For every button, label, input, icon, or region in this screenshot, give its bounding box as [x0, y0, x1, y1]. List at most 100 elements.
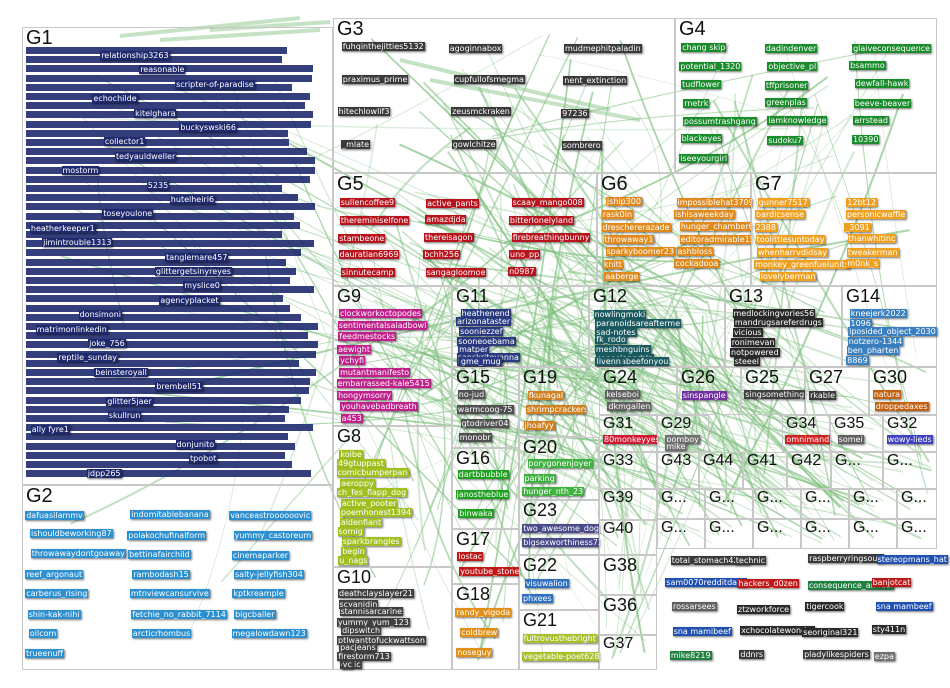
group-box-g32: G32 [883, 415, 937, 452]
node-label: mostorm [61, 166, 100, 176]
node-label: lovelyberman [759, 272, 817, 282]
node-label: firebreathingbunny [511, 233, 591, 242]
node-label: sooniezzef [459, 326, 504, 336]
group-label: G42 [791, 452, 822, 469]
node-label: aaberge [604, 271, 640, 281]
node-label: possumtrashgang [682, 116, 757, 126]
node-label: _mlate [341, 140, 371, 150]
group-label: G23 [523, 500, 558, 520]
node-label: praximus_prime [341, 74, 409, 84]
edge [513, 87, 779, 538]
node-label: embarrassed-kale5415 [336, 379, 431, 388]
group-box-g18: G18 [452, 584, 519, 670]
edge [442, 102, 650, 611]
node-label: sty411n [871, 625, 907, 635]
node-label: consequence_annual [807, 580, 895, 590]
edge [551, 342, 643, 601]
group-box-gb: G... [883, 452, 937, 489]
node-label: sentimentalsaladbowl [337, 321, 428, 331]
node-label: active_pants [426, 198, 479, 208]
group-box-gm: G... [849, 519, 897, 549]
node-label: 2388 [754, 223, 777, 233]
node-label: zeusmckraken [451, 106, 511, 116]
edge [421, 239, 693, 397]
node-label: tudflower [681, 80, 722, 90]
group-box-g9: G9 [333, 286, 452, 426]
node-label: ally fyre1 [30, 425, 70, 435]
node-label: myslice0 [183, 281, 221, 291]
edge [490, 125, 817, 457]
group-box-g13: G13 [725, 286, 842, 367]
edge [409, 241, 911, 510]
node-cluster-band [26, 93, 310, 100]
group-label: G25 [745, 367, 780, 387]
node-label: skullrun [107, 411, 142, 420]
node-label: amazdjda [425, 214, 467, 224]
edge [416, 206, 666, 401]
node-label: fuhqinthejitties5132 [341, 42, 425, 51]
edge [292, 157, 464, 491]
node-label: donjunito [175, 439, 216, 449]
node-label: dauratian6969 [338, 250, 400, 260]
node-cluster-band [26, 286, 314, 294]
node-label: personicwaffle [846, 210, 907, 220]
node-label: dartbbubble [457, 470, 509, 480]
node-label: mandrugsareferdrugs [733, 318, 823, 328]
node-label: aewight [337, 344, 371, 354]
node-cluster-band [26, 359, 299, 367]
node-cluster-band [26, 166, 315, 174]
node-label: rossarsees [672, 601, 717, 611]
node-label: throwaway1 [603, 235, 655, 245]
group-box-g37: G37 [599, 635, 657, 670]
group-box-g7: G7 [751, 173, 937, 286]
group-label: G36 [603, 595, 638, 615]
node-label: bigsexworthiness725 [522, 537, 600, 547]
node-cluster-band [26, 102, 305, 110]
node-cluster-band [26, 350, 316, 358]
node-label: uno_pp [509, 250, 541, 260]
node-label: ychyfi [339, 355, 366, 365]
group-box-g20: G20 [519, 437, 599, 500]
group-label: G1 [26, 27, 53, 49]
group-label: G41 [747, 452, 778, 469]
group-box-g39: G39 [599, 489, 657, 520]
node-label: sooneoebama [457, 336, 516, 346]
group-label: G18 [456, 584, 491, 604]
group-label: G31 [603, 415, 634, 432]
group-box-g3: G3 [333, 18, 675, 173]
group-label: G15 [456, 367, 491, 387]
edge [360, 376, 647, 643]
node-label: dreschererazade [601, 222, 671, 232]
group-box-g4: G4 [675, 18, 937, 173]
group-label: G14 [846, 286, 881, 306]
edge [814, 93, 923, 467]
node-label: theresabeefonyou [594, 357, 670, 366]
node-label: carberus_rising [25, 589, 89, 598]
group-box-g33: G33 [599, 452, 657, 489]
node-cluster-band [26, 378, 310, 386]
node-label: 5235 [146, 180, 170, 190]
edge [637, 356, 644, 587]
edge [423, 351, 446, 586]
node-label: chang skip [681, 43, 727, 53]
edge [539, 309, 609, 442]
node-label: donsimoni [78, 310, 123, 320]
node-label: begin [341, 547, 366, 557]
node-cluster-band [26, 295, 283, 303]
node-label: thanwhitinc [847, 234, 897, 244]
node-label: ben_pharten [846, 346, 900, 356]
node-label: ddnrs [739, 649, 765, 659]
group-label: G16 [456, 448, 491, 468]
node-label: monobr [458, 432, 492, 442]
group-label: G33 [603, 452, 634, 469]
group-label: G34 [786, 415, 817, 432]
edge [368, 362, 700, 533]
node-label: sinspangle [681, 390, 727, 400]
node-label: firestorm713 [337, 652, 391, 662]
node-label: jhoafyy [523, 421, 555, 431]
edge [415, 338, 684, 515]
group-box-g21: G21 [519, 610, 599, 670]
node-label: m0nk_s [846, 259, 880, 269]
node-label: tedyauldweller [115, 151, 177, 161]
